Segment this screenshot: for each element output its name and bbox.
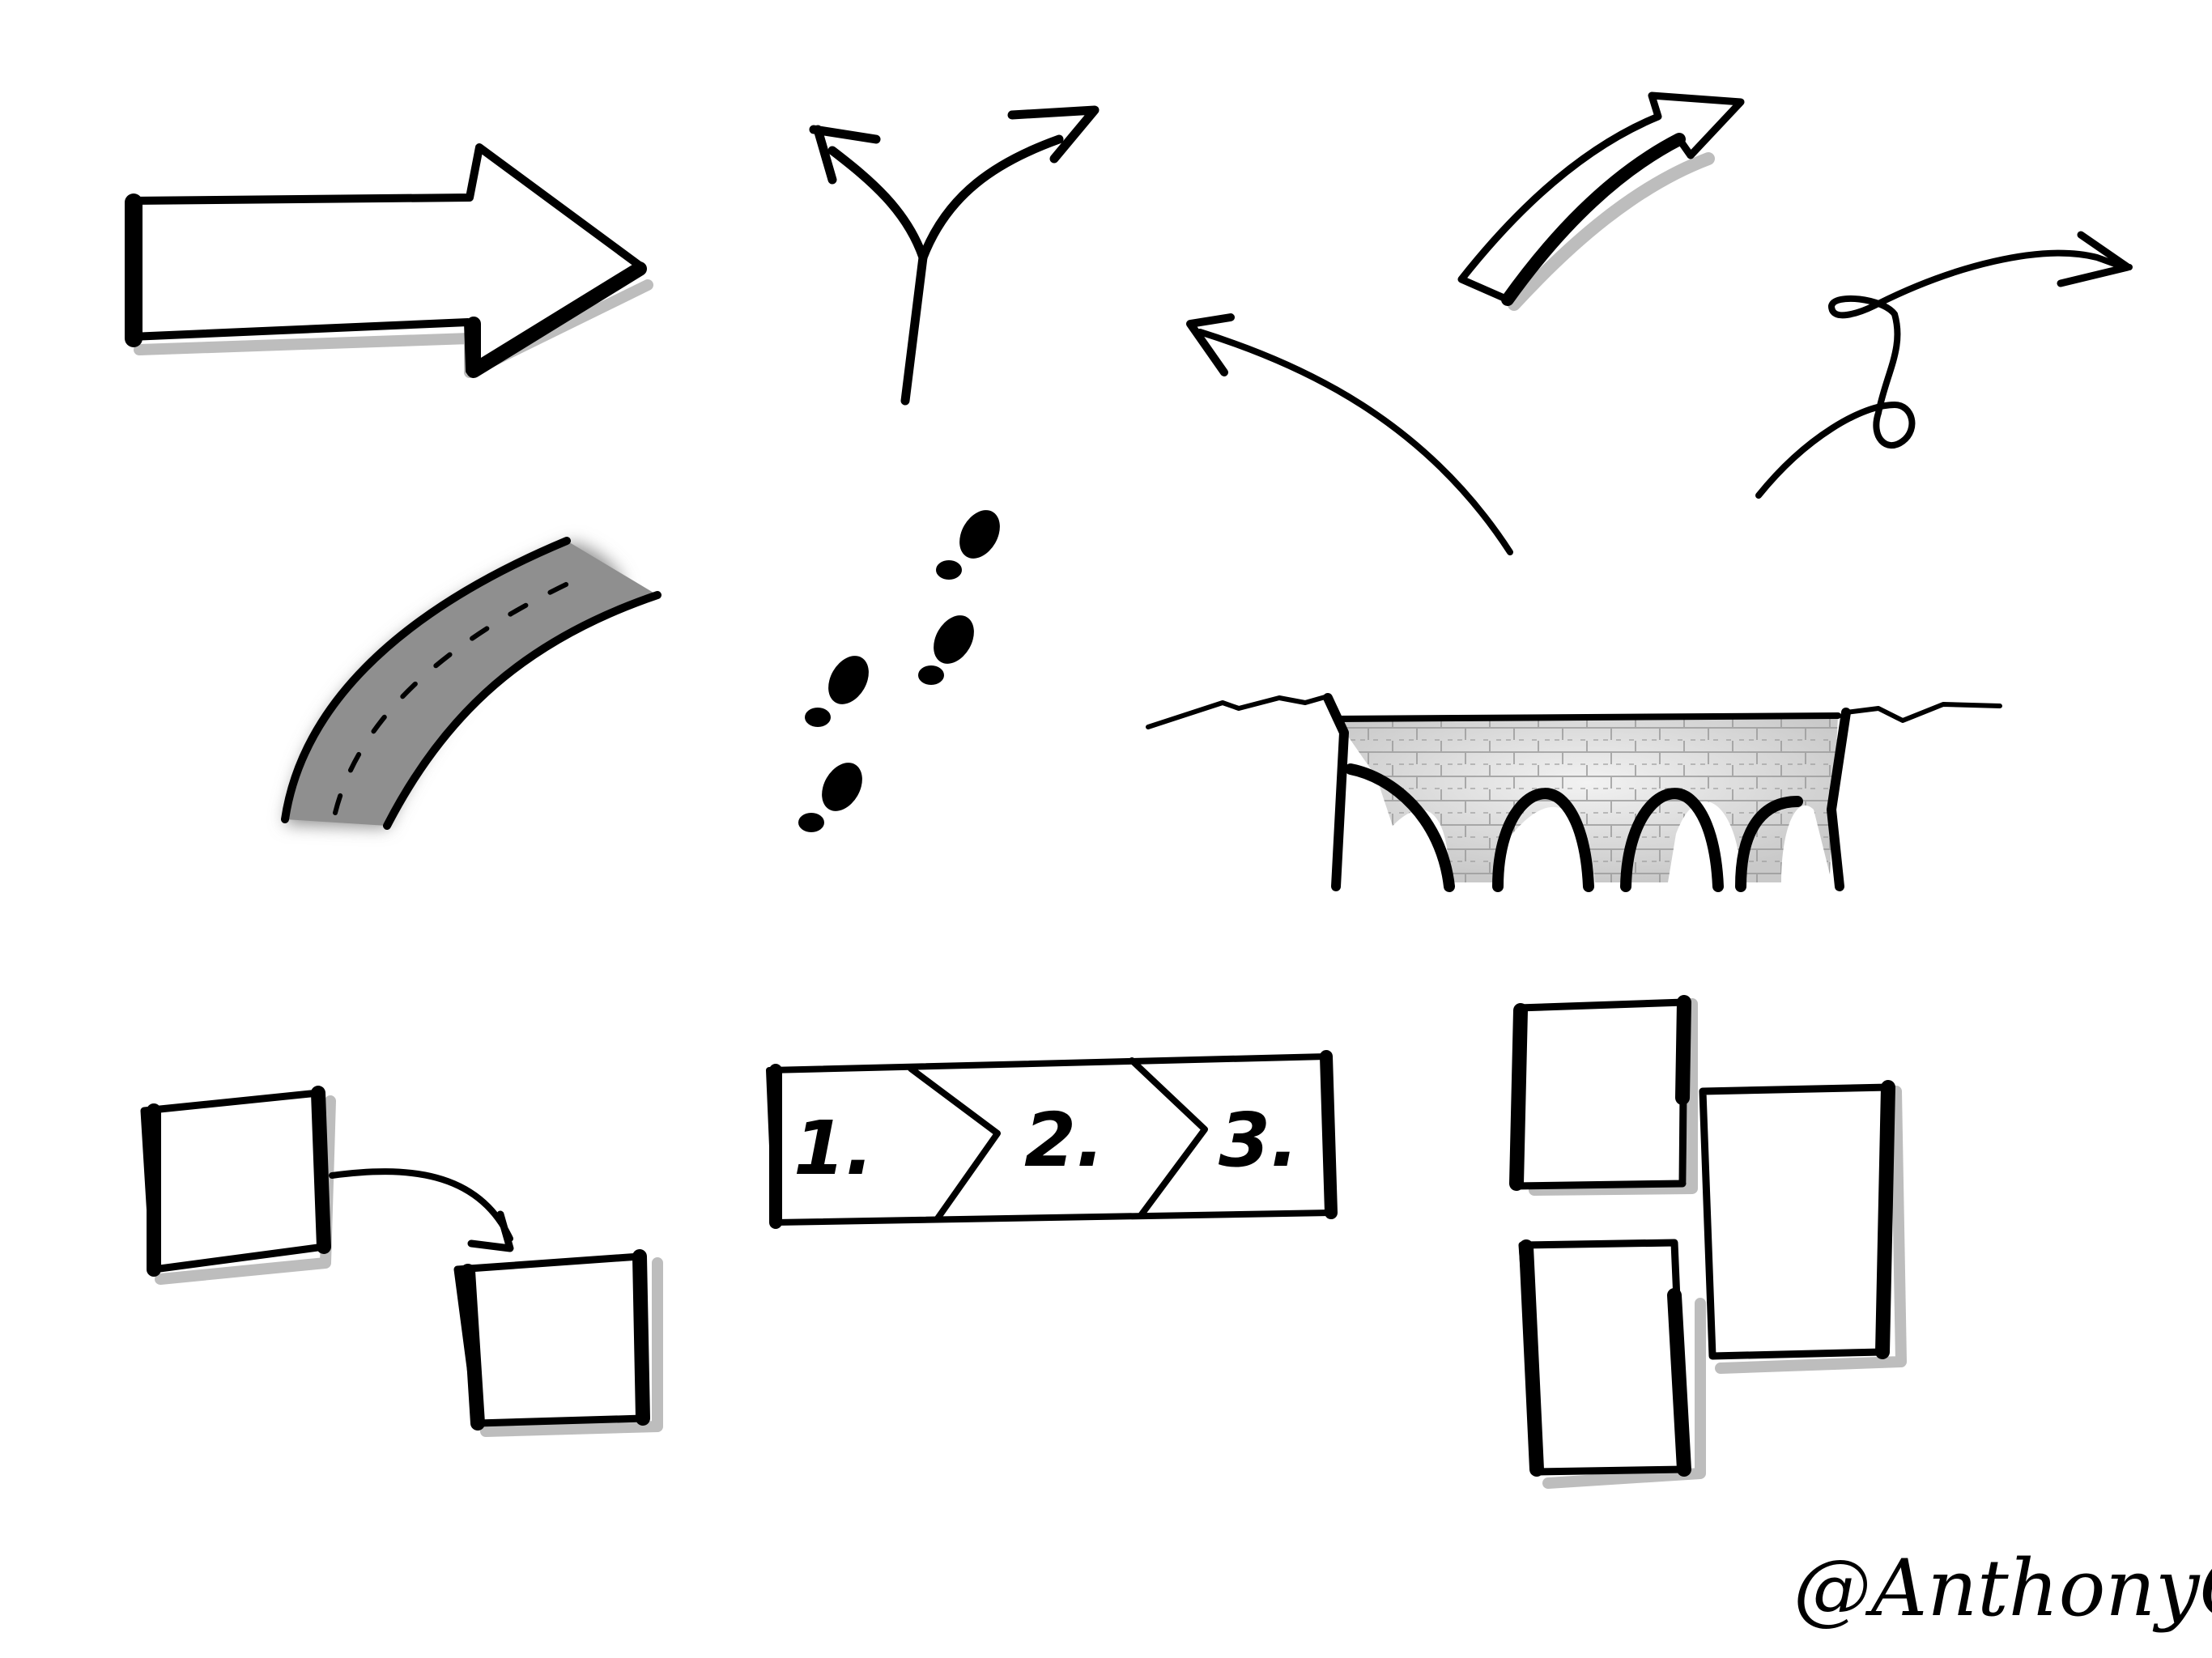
loop-arrow-icon (1755, 231, 2133, 499)
chevron-steps-diagram: 1. 2. 3. (766, 1050, 1338, 1229)
big-block-arrow-icon (125, 143, 653, 378)
step-1-label: 1. (793, 1105, 874, 1192)
thin-curved-arrow-icon (1186, 313, 1513, 555)
bridge-icon (1146, 693, 2002, 892)
box-to-box-diagram (140, 1086, 663, 1437)
step-3-label: 3. (1219, 1097, 1299, 1184)
interlocking-boxes-diagram (1509, 995, 1907, 1489)
curved-block-arrow-icon (1457, 91, 1745, 311)
fork-arrow-icon (809, 105, 1100, 406)
footprints-icon (798, 510, 1000, 832)
road-icon (281, 537, 661, 830)
step-2-label: 2. (1024, 1097, 1104, 1184)
author-signature: @AnthonyCoulon (1793, 1543, 2212, 1634)
